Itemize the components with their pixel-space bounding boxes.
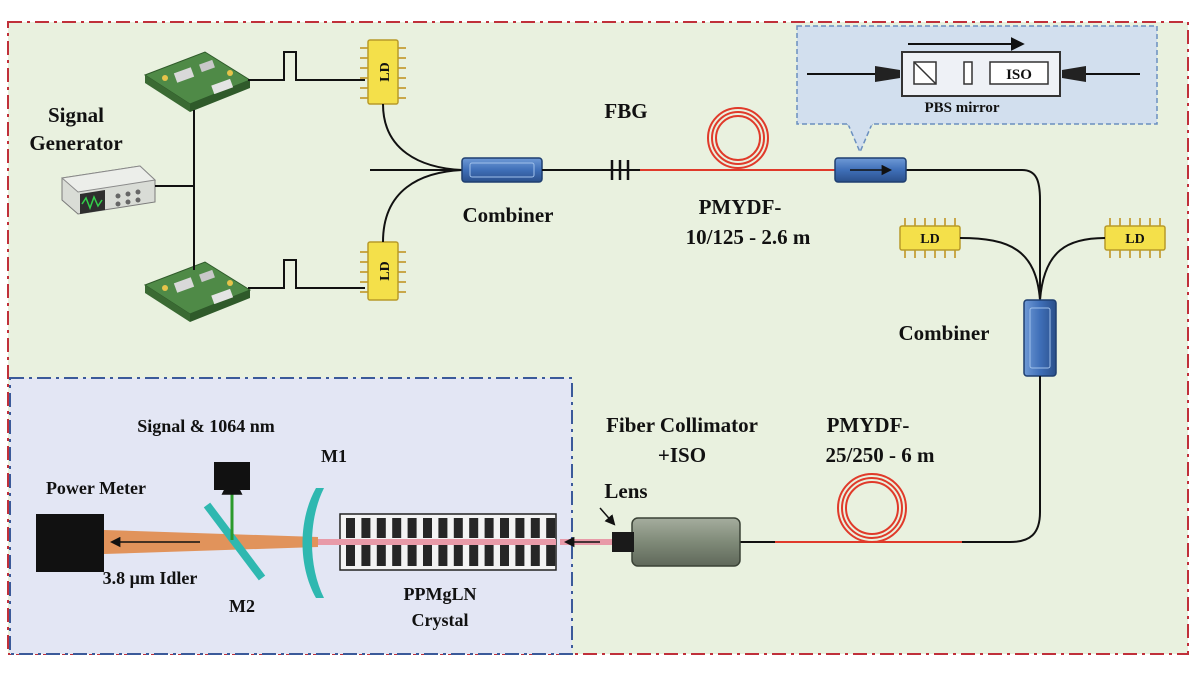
power-meter [36, 514, 104, 572]
poling-period-bar [484, 518, 494, 538]
poling-period-bar [500, 544, 509, 566]
pmydf2-label-1: PMYDF- [827, 413, 910, 437]
combiner-right-label: Combiner [899, 321, 990, 345]
ld-label: LD [378, 261, 393, 280]
combiner-right [1023, 299, 1057, 377]
pump-fibers-left [370, 103, 463, 243]
poling-period-bar [484, 544, 494, 566]
idler-beam [104, 530, 318, 554]
poling-period-bar [346, 518, 355, 538]
collimator-label-2: +ISO [658, 443, 706, 467]
pmydf1-label-2: 10/125 - 2.6 m [686, 225, 811, 249]
fiber-iso-to-combiner [960, 169, 1041, 300]
iso-label: ISO [1006, 67, 1032, 83]
driver-board-top [143, 51, 252, 112]
poling-period-bar [530, 544, 540, 566]
signal-generator-device [60, 165, 157, 215]
poling-period-bar [407, 544, 417, 566]
idler-label: 3.8 μm Idler [103, 568, 198, 588]
combiner-top-label: Combiner [463, 203, 554, 227]
isolator-top [834, 157, 907, 183]
ld-diode-right-2: LD [1104, 218, 1166, 258]
ld-label: LD [920, 232, 939, 247]
ld-label: LD [1125, 232, 1144, 247]
fiber-combiner-to-coil [962, 376, 1041, 543]
collimator-label-1: Fiber Collimator [606, 413, 758, 437]
m1-label: M1 [321, 446, 347, 466]
pump-fibers-right [959, 237, 1106, 301]
ppmgln-crystal [339, 513, 557, 571]
signal-1064-label: Signal & 1064 nm [137, 416, 275, 436]
mirror-m1 [302, 488, 324, 598]
poling-period-bar [500, 518, 509, 538]
pmydf2-label-2: 25/250 - 6 m [825, 443, 935, 467]
poling-period-bar [546, 518, 556, 538]
poling-period-bar [515, 544, 525, 566]
poling-period-bar [346, 544, 355, 566]
poling-period-bar [361, 544, 371, 566]
crystal-label-2: Crystal [412, 610, 469, 630]
poling-period-bar [469, 544, 479, 566]
power-meter-label: Power Meter [46, 478, 146, 498]
poling-period-bar [361, 518, 371, 538]
poling-period-bar [392, 544, 402, 566]
mirror-m2 [203, 502, 266, 581]
fiber-collimator [612, 517, 741, 567]
lens-label: Lens [604, 479, 647, 503]
poling-period-bar [376, 518, 386, 538]
poling-period-bar [376, 544, 386, 566]
lens-pointer [599, 507, 616, 526]
combiner-top [461, 157, 543, 183]
poling-period-bar [438, 518, 448, 538]
m2-label: M2 [229, 596, 255, 616]
ld-label: LD [378, 62, 393, 81]
poling-period-bar [453, 544, 463, 566]
crystal-label-1: PPMgLN [404, 584, 477, 604]
pulse-waveform-top [248, 51, 365, 81]
beam-dump [214, 462, 250, 490]
pbs-mirror-label: PBS mirror [924, 100, 999, 116]
signal-generator-label-2: Generator [29, 131, 122, 155]
trigger-wiring [155, 110, 195, 270]
pmydf1-label-1: PMYDF- [699, 195, 782, 219]
poling-period-bar [453, 518, 463, 538]
pbs-mirror-inset: ISO PBS mirror [796, 25, 1158, 154]
poling-period-bar [392, 518, 402, 538]
poling-period-bar [469, 518, 479, 538]
poling-period-bar [530, 518, 540, 538]
poling-period-bar [515, 518, 525, 538]
ld-diode-right-1: LD [899, 218, 961, 258]
poling-period-bar [407, 518, 417, 538]
signal-generator-label-1: Signal [48, 103, 104, 127]
driver-board-bottom [143, 261, 252, 322]
poling-period-bar [438, 544, 448, 566]
gain-fiber-coil-2 [775, 473, 962, 543]
fbg-grating [610, 160, 630, 180]
poling-period-bar [423, 518, 432, 538]
poling-period-bar [423, 544, 432, 566]
gain-fiber-coil-1 [640, 107, 835, 171]
fbg-label: FBG [604, 99, 647, 123]
pulse-waveform-bottom [248, 259, 365, 289]
poling-period-bar [546, 544, 556, 566]
